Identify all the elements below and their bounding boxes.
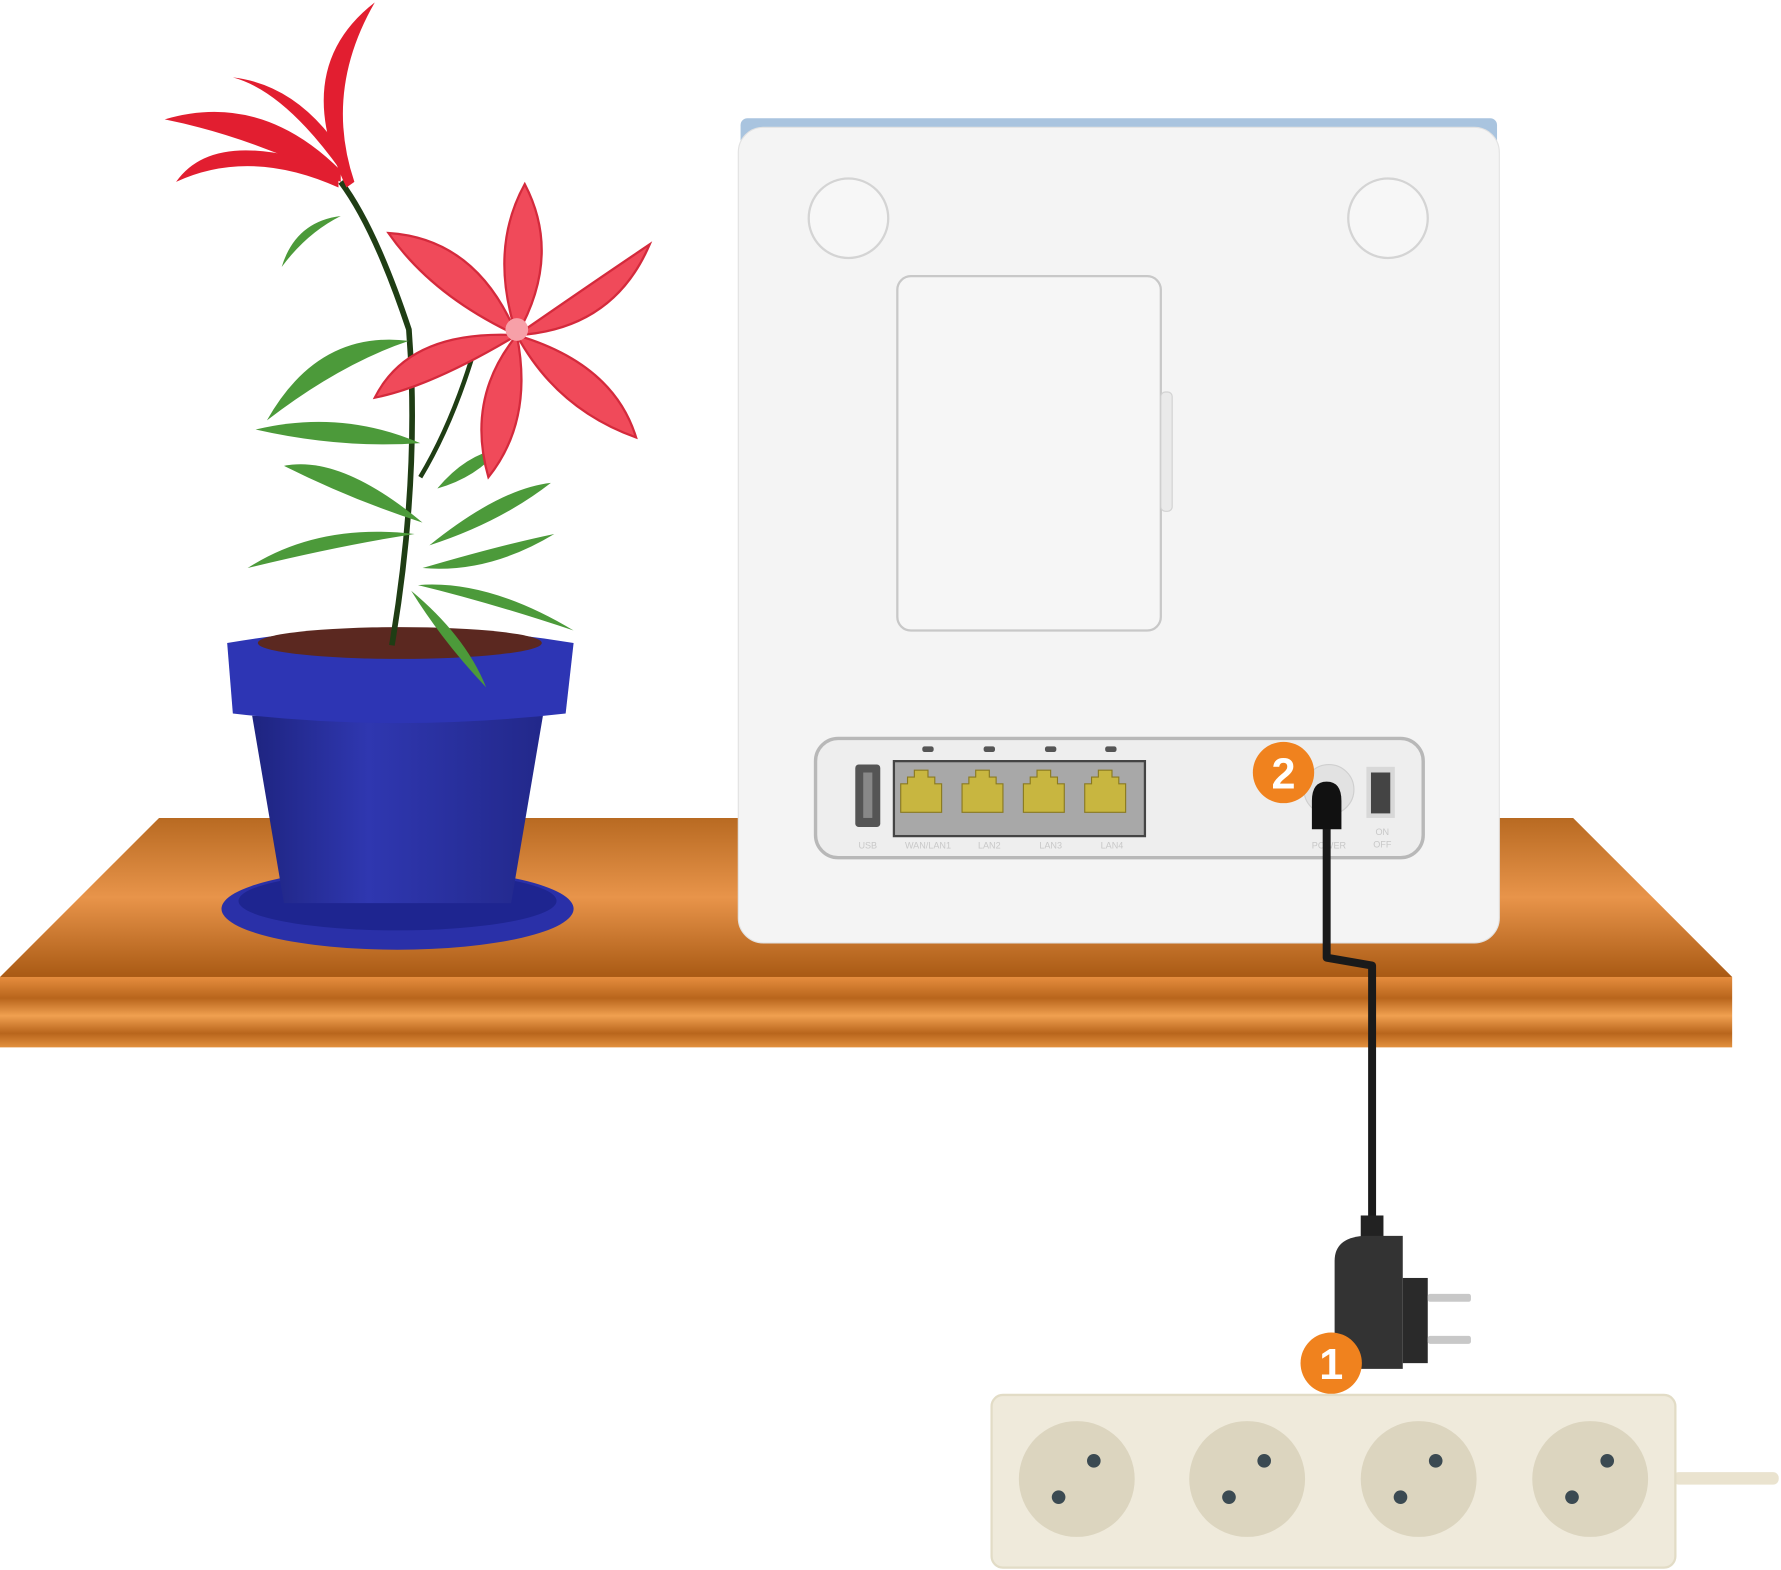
power-socket[interactable] xyxy=(1532,1421,1649,1537)
pink-lily-flower xyxy=(372,181,653,480)
power-cable xyxy=(1322,800,1377,1222)
leaves xyxy=(247,215,574,688)
switch-on-label: ON xyxy=(1376,827,1390,837)
power-adapter xyxy=(1311,781,1471,1369)
port-led xyxy=(1044,746,1057,753)
power-socket[interactable] xyxy=(1018,1421,1135,1537)
router: USB WAN/LAN1 LAN2 LAN3 LAN4 POWER ON OFF xyxy=(737,118,1500,944)
port-led xyxy=(1105,746,1117,753)
step-badge-1: 1 xyxy=(1300,1332,1362,1394)
svg-text:2: 2 xyxy=(1271,750,1295,798)
lan2-label: LAN2 xyxy=(978,841,1001,851)
port-led xyxy=(983,746,995,753)
usb-label: USB xyxy=(858,841,877,851)
power-socket[interactable] xyxy=(1189,1421,1306,1537)
ethernet-port-lan2[interactable] xyxy=(961,769,1004,813)
plug-prong xyxy=(1427,1293,1471,1302)
router-foot xyxy=(1347,177,1429,260)
plug-prong xyxy=(1427,1335,1471,1344)
ethernet-port-lan3[interactable] xyxy=(1022,769,1065,813)
sim-cover-panel xyxy=(896,275,1162,632)
lan3-label: LAN3 xyxy=(1039,841,1062,851)
red-flower-bud xyxy=(164,2,375,188)
potted-plant xyxy=(164,2,653,950)
power-strip xyxy=(990,1393,1779,1569)
switch-off-label: OFF xyxy=(1373,839,1392,849)
ethernet-port-wan-lan1[interactable] xyxy=(900,769,943,813)
wan-lan1-label: WAN/LAN1 xyxy=(905,841,951,851)
router-foot xyxy=(807,177,890,260)
ethernet-port-lan4[interactable] xyxy=(1084,769,1127,813)
step-badge-2: 2 xyxy=(1252,741,1315,804)
lan4-label: LAN4 xyxy=(1101,841,1124,851)
svg-text:1: 1 xyxy=(1319,1341,1343,1389)
port-led xyxy=(922,746,934,753)
pot-body xyxy=(252,715,543,904)
power-socket[interactable] xyxy=(1360,1421,1477,1537)
